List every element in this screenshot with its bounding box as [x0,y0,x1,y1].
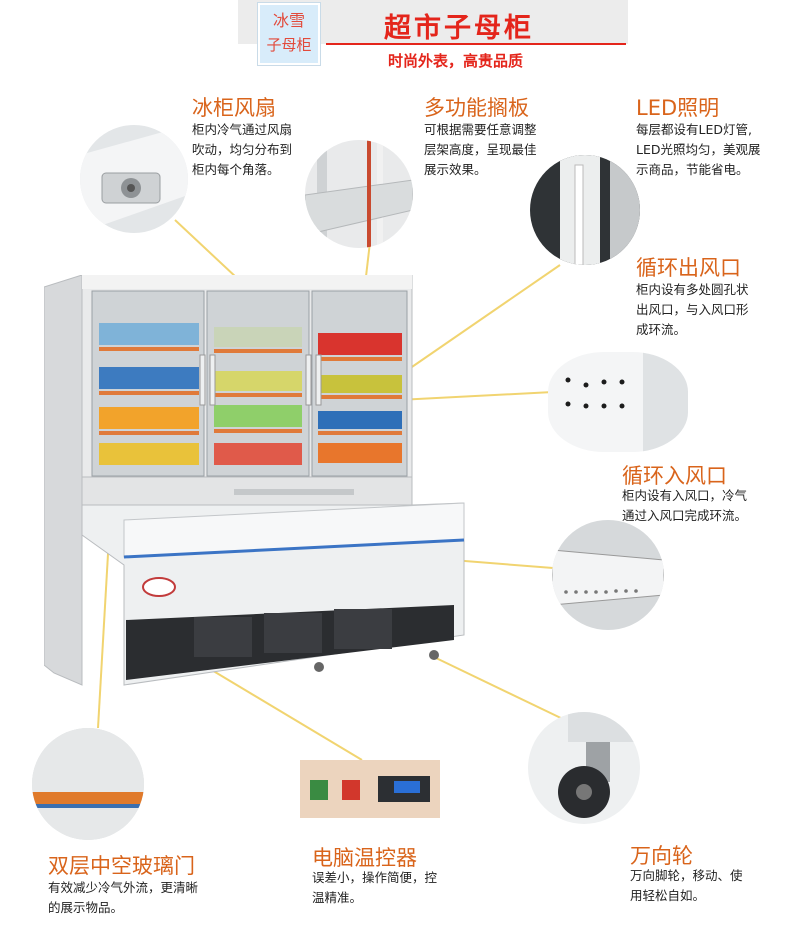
feature-glass-desc: 有效减少冷气外流，更清晰 的展示物品。 [48,880,199,915]
shelf-photo [305,140,413,248]
led-photo [530,155,640,265]
feature-inlet-title: 循环入风口 [622,464,727,488]
feature-glass-title: 双层中空玻璃门 [48,854,195,878]
feature-shelf-desc: 可根据需要任意调整 层架高度，呈现最佳 展示效果。 [424,122,537,177]
brand-line2: 子母柜 [266,36,312,54]
feature-outlet-desc: 柜内设有多处圆孔状 出风口，与入风口形 成环流。 [636,282,749,337]
page-title: 超市子母柜 [384,13,534,44]
feature-wheel-desc: 万向脚轮，移动、使 用轻松自如。 [630,868,743,903]
wheel-photo [528,712,640,824]
feature-led-title: LED照明 [636,96,720,120]
brand-line1: 冰雪 [272,11,305,30]
cabinet-image [44,275,465,686]
feature-fan-title: 冰柜风扇 [192,96,276,120]
feature-thermo-title: 电脑温控器 [312,846,417,870]
outlet-photo [548,352,688,452]
inlet-photo [552,520,664,630]
thermostat-photo [300,760,440,818]
feature-inlet-desc: 柜内设有入风口，冷气 通过入风口完成环流。 [622,488,748,523]
feature-thermo-desc: 误差小，操作简便，控 温精准。 [312,870,438,905]
page-subtitle: 时尚外表，高贵品质 [388,52,524,70]
feature-shelf-title: 多功能搁板 [424,96,529,120]
feature-outlet-title: 循环出风口 [636,256,741,280]
feature-wheel-title: 万向轮 [630,844,693,868]
fan-photo [80,125,188,233]
feature-fan-desc: 柜内冷气通过风扇 吹动，均匀分布到 柜内每个角落。 [192,122,293,177]
title-underline [326,43,626,45]
feature-led-desc: 每层都设有LED灯管, LED光照均匀，美观展 示商品，节能省电。 [636,122,761,177]
brand-logo: 冰雪 子母柜 [258,3,320,65]
glass-door-photo [32,728,144,840]
